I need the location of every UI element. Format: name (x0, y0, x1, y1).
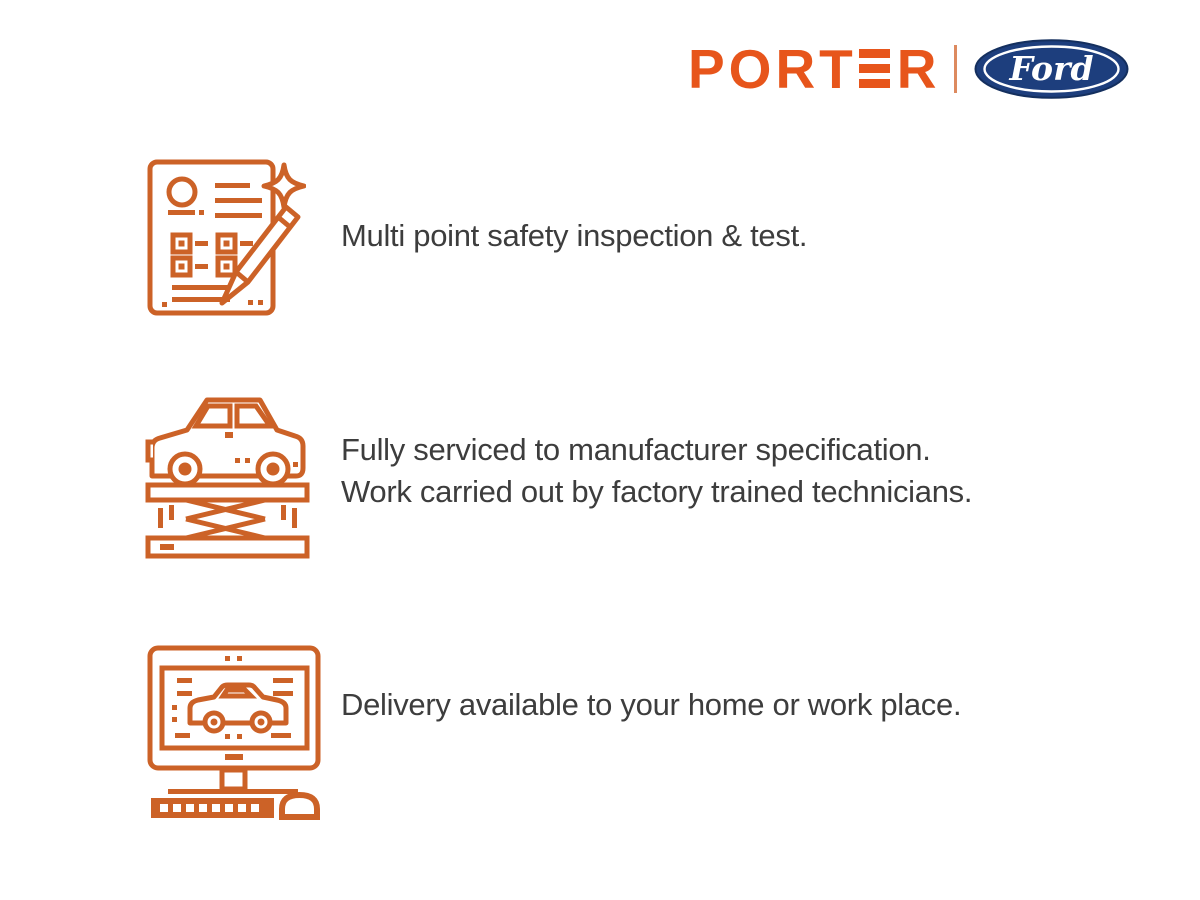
feature-row-2 (144, 392, 312, 562)
feature-row-1 (146, 156, 306, 318)
feature-row-3 (138, 643, 322, 823)
feature-text-1: Multi point safety inspection & test. (341, 215, 808, 257)
inspection-checklist-icon (147, 159, 306, 316)
car-on-lift-icon (145, 397, 310, 559)
feature-3-line-1: Delivery available to your home or work … (341, 687, 962, 722)
delivery-computer-icon (147, 645, 321, 820)
porter-text-right: R (896, 37, 941, 100)
porter-stylized-e-icon (858, 48, 890, 88)
feature-1-line-1: Multi point safety inspection & test. (341, 218, 808, 253)
ford-logo-text: Ford (1008, 49, 1093, 88)
brand-separator (953, 45, 957, 93)
feature-2-line-1: Fully serviced to manufacturer specifica… (341, 432, 931, 467)
porter-text-left: PORT (688, 37, 857, 100)
feature-2-line-2: Work carried out by factory trained tech… (341, 474, 973, 509)
porter-wordmark: PORT R (688, 37, 941, 100)
feature-text-2: Fully serviced to manufacturer specifica… (341, 429, 972, 513)
header-logo-area: PORT R Ford (688, 37, 1129, 100)
ford-logo-icon: Ford (974, 39, 1129, 99)
feature-text-3: Delivery available to your home or work … (341, 684, 962, 726)
